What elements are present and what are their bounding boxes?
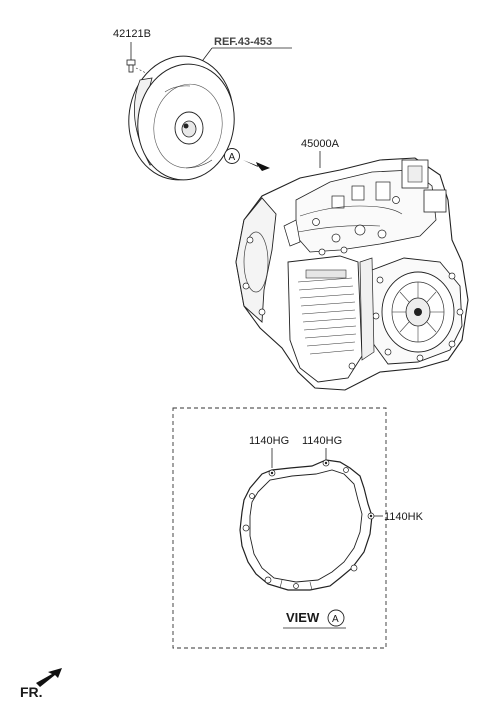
gasket-bolt-labels[interactable]: 1140HG 1140HG 1140HK	[249, 435, 424, 523]
callout-letter: A	[229, 152, 236, 163]
gasket-bolt-label-1: 1140HG	[249, 435, 289, 447]
ref-callout[interactable]: REF.43-453	[196, 36, 292, 69]
callout-circle	[224, 148, 240, 164]
gasket-outline[interactable]	[239, 459, 375, 591]
bolt-head	[126, 59, 136, 66]
gasket-bolt-label-2: 1140HG	[302, 435, 342, 447]
transmission-part-label: 45000A	[301, 138, 340, 150]
view-a-callout[interactable]: A	[224, 148, 271, 172]
view-title-text: VIEW	[286, 610, 320, 625]
ref-label: REF.43-453	[214, 36, 272, 48]
view-direction-arrow	[243, 160, 270, 171]
view-letter-circle	[327, 609, 345, 627]
bolt-42121b[interactable]: 42121B	[113, 28, 151, 76]
view-a-title: VIEW A	[283, 609, 346, 629]
view-a-frame	[172, 407, 387, 649]
gasket-bolt-label-3: 1140HK	[384, 511, 424, 523]
front-arrow-icon	[36, 668, 62, 687]
torque-converter[interactable]	[121, 49, 242, 186]
bolt-part-label: 42121B	[113, 28, 151, 40]
view-letter: A	[332, 614, 339, 625]
transmission-45000a[interactable]: 45000A	[235, 138, 469, 391]
bolt-shank	[128, 64, 134, 73]
front-label: FR.	[20, 684, 43, 700]
front-direction-indicator: FR.	[20, 668, 62, 700]
